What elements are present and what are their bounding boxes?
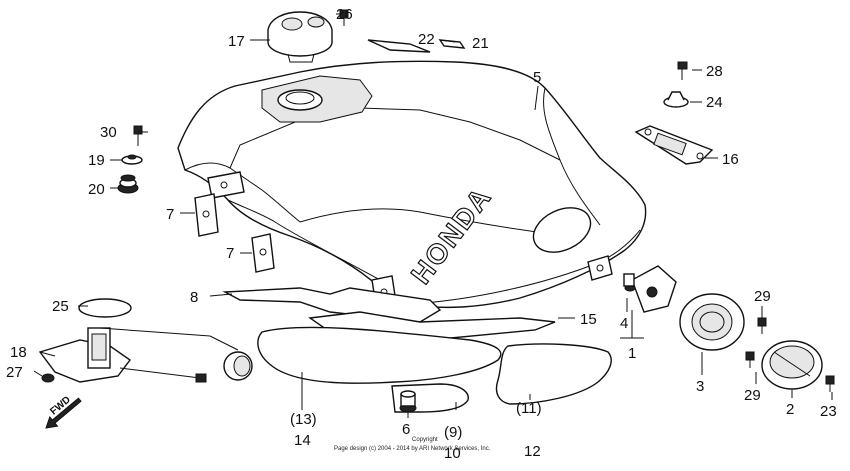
callout-29b: 29 [744,387,761,404]
callout-6: 6 [402,421,410,438]
bolt-28[interactable] [677,61,688,80]
breather-valve-1[interactable] [631,265,677,313]
washer-19[interactable] [121,154,143,165]
ring-plate-3[interactable] [679,293,745,351]
callout-29a: 29 [754,288,771,305]
nut-27[interactable] [41,373,55,383]
callout-12: 12 [524,443,541,460]
callout-2: 2 [786,401,794,418]
callout-20: 20 [88,181,105,198]
pad-7b[interactable] [251,233,275,273]
callout-15: 15 [580,311,597,328]
bracket-16[interactable] [634,125,714,165]
callout-7a: 7 [166,206,174,223]
callout-18: 18 [10,344,27,361]
fuel-gauge-unit-18[interactable] [38,298,253,383]
callout-7b: 7 [226,245,234,262]
fwd-arrow: FWD [45,394,82,429]
callout-labels: 1 2 3 4 5 6 7 7 8 (9) 10 (11) 12 (13) 14… [6,6,837,462]
callout-4: 4 [620,315,628,332]
callout-22: 22 [418,31,435,48]
leader-lines [33,13,833,418]
fuel-cap[interactable] [267,11,333,63]
callout-23: 23 [820,403,837,420]
callout-8: 8 [190,289,198,306]
callout-5: 5 [533,69,541,86]
callout-28: 28 [706,63,723,80]
callout-26: 26 [336,6,353,23]
cushion-24[interactable] [663,91,689,108]
side-cover-11[interactable] [495,343,612,405]
callout-30: 30 [100,124,117,141]
grommet-20[interactable] [117,174,139,194]
callout-3: 3 [696,378,704,395]
callout-1: 1 [628,345,636,362]
fuel-tank[interactable]: HONDA [177,60,647,309]
copyright-notice: Page design (c) 2004 - 2014 by ARI Netwo… [334,446,491,452]
screw-29b[interactable] [745,351,755,368]
pad-7a[interactable] [194,193,219,237]
callout-19: 19 [88,152,105,169]
strip-22[interactable] [367,39,431,53]
callout-21: 21 [472,35,489,52]
cover-2[interactable] [761,340,823,390]
strip-8[interactable] [222,287,442,323]
callout-14: 14 [294,432,311,449]
callout-17: 17 [228,33,245,50]
callout-13: (13) [290,411,317,428]
screw-29a[interactable] [757,317,767,334]
callout-24: 24 [706,94,723,111]
callout-10: 10 [444,445,461,462]
callout-16: 16 [722,151,739,168]
copyright-line: Copyright [412,437,438,443]
grommet-6[interactable] [399,390,417,413]
callout-25: 25 [52,298,69,315]
callout-11: (11) [516,400,542,417]
side-cover-13[interactable] [257,326,502,384]
callout-9: (9) [444,424,462,441]
o-ring-25[interactable] [78,298,132,318]
callout-27: 27 [6,364,23,381]
screw-23[interactable] [825,375,835,392]
bolt-30[interactable] [133,125,143,146]
grommet-4[interactable] [623,273,636,292]
